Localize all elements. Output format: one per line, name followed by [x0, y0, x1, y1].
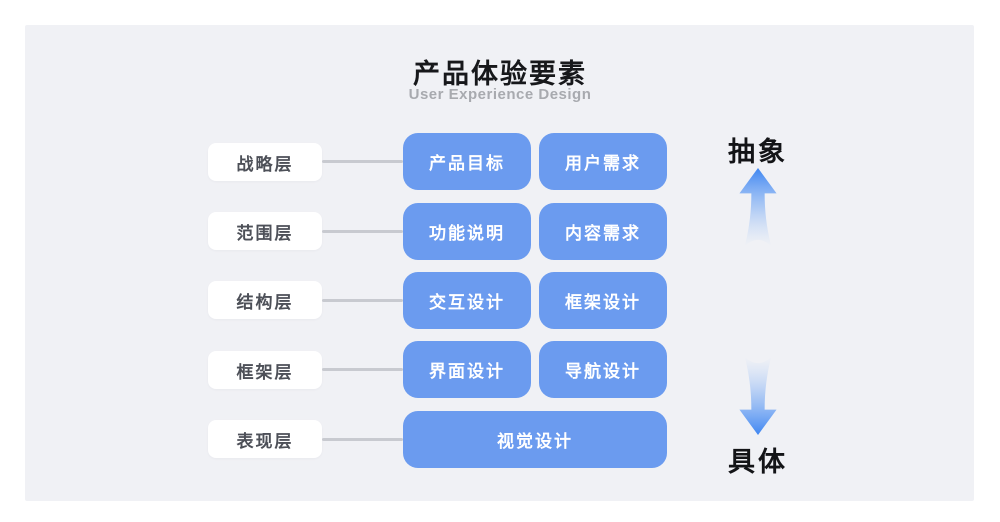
node-content-requirements: 内容需求 [539, 203, 667, 260]
node-interface-design: 界面设计 [403, 341, 531, 398]
arrow-up-icon [739, 167, 777, 247]
node-functional-specs: 功能说明 [403, 203, 531, 260]
connector-line [322, 230, 403, 233]
layer-label-surface: 表现层 [208, 420, 322, 458]
node-interaction-design: 交互设计 [403, 272, 531, 329]
page-subtitle: User Experience Design [408, 86, 592, 103]
layer-label-strategy: 战略层 [208, 143, 322, 181]
connector-line [322, 438, 403, 441]
node-navigation-design: 导航设计 [539, 341, 667, 398]
page-title: 产品体验要素 [413, 59, 587, 89]
arrow-down-icon [739, 356, 777, 436]
layer-label-scope: 范围层 [208, 212, 322, 250]
node-user-needs: 用户需求 [539, 133, 667, 190]
connector-line [322, 299, 403, 302]
connector-line [322, 160, 403, 163]
connector-line [322, 368, 403, 371]
node-product-goals: 产品目标 [403, 133, 531, 190]
layer-label-skeleton: 框架层 [208, 351, 322, 389]
axis-label-concrete: 具体 [728, 447, 788, 477]
layer-label-structure: 结构层 [208, 281, 322, 319]
node-visual-design: 视觉设计 [403, 411, 667, 468]
axis-label-abstract: 抽象 [728, 137, 788, 167]
node-framework-design: 框架设计 [539, 272, 667, 329]
